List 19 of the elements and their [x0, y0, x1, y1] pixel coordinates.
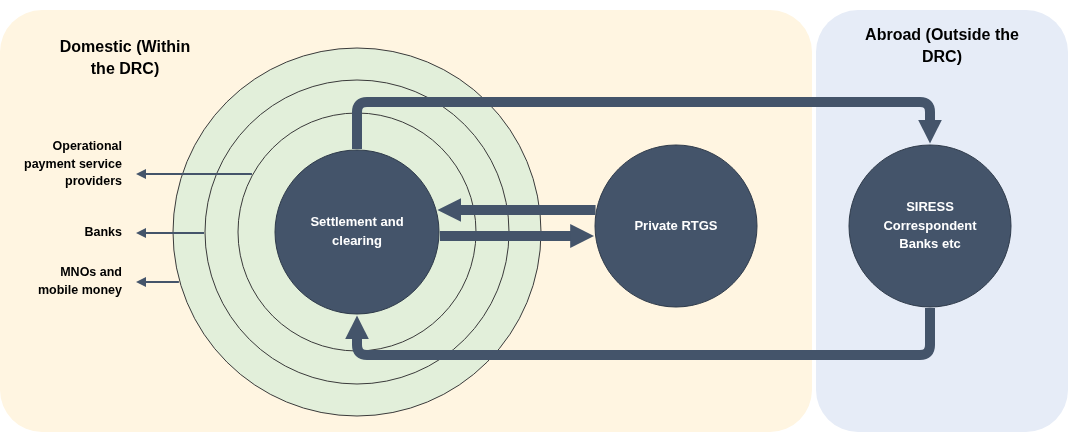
node-label: SIRESS Correspondent Banks etc [882, 197, 978, 254]
participant-label: Banks [20, 224, 122, 242]
abroad-panel [816, 10, 1068, 432]
panel-heading: Domestic (Within the DRC) [58, 37, 192, 79]
domestic-panel [0, 10, 812, 432]
node-label: Private RTGS [634, 216, 718, 235]
node-label: Settlement and clearing [309, 213, 405, 250]
middle-ring [204, 79, 510, 385]
arrow [136, 169, 253, 179]
participant-label: Operational payment service providers [20, 138, 122, 210]
arrow [136, 277, 180, 287]
participant-label: MNOs and mobile money [20, 264, 122, 300]
inner-ring [237, 112, 477, 352]
arrow [439, 224, 595, 248]
arrow [345, 308, 935, 360]
arrow [352, 97, 942, 149]
panel-heading: Abroad (Outside the DRC) [864, 25, 1020, 67]
arrow [136, 228, 205, 238]
arrow [437, 198, 596, 222]
